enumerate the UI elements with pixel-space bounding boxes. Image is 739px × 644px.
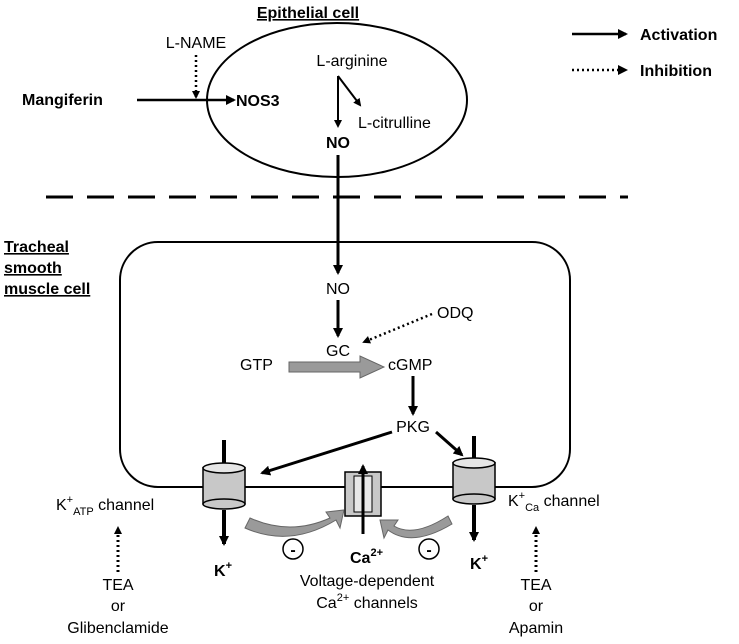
- left-inhibitor-tea: TEA: [102, 577, 133, 594]
- l-citrulline-label: L-citrulline: [358, 115, 431, 132]
- right-k-ion-label: K+: [470, 553, 488, 573]
- arginine-to-citrulline-arrow: [337, 75, 362, 107]
- gc-label: GC: [326, 343, 350, 360]
- katp-to-vdcc-curved-arrow: [244, 509, 345, 537]
- gtp-label: GTP: [240, 357, 273, 374]
- gtp-to-cgmp-arrow: [288, 355, 386, 379]
- vdcc-channel: [344, 464, 382, 534]
- smooth-muscle-title-line3: muscle cell: [4, 281, 90, 298]
- legend: Activation Inhibition: [572, 27, 717, 80]
- vdcc-label-line2: Ca2+ channels: [316, 592, 418, 612]
- right-minus-sign: -: [426, 542, 431, 559]
- legend-activation-label: Activation: [640, 27, 717, 44]
- muscle-no-label: NO: [326, 281, 350, 298]
- cgmp-label: cGMP: [388, 357, 432, 374]
- left-minus-sign: -: [290, 542, 295, 559]
- left-inhibitor-or: or: [111, 598, 126, 615]
- odq-label: ODQ: [437, 305, 473, 322]
- kca-channel: [452, 436, 496, 542]
- right-inhibitor-tea: TEA: [520, 577, 551, 594]
- ca-ion-label: Ca2+: [350, 547, 383, 567]
- left-k-ion-label: K+: [214, 560, 232, 580]
- nos3-label: NOS3: [236, 93, 280, 110]
- smooth-muscle-title-line2: smooth: [4, 260, 62, 277]
- l-arginine-label: L-arginine: [316, 53, 387, 70]
- right-inhibitor-apamin: Apamin: [509, 620, 563, 637]
- katp-channel: [202, 440, 246, 546]
- kca-channel-label: K+Ca channel: [508, 490, 600, 514]
- pkg-to-kca-arrow: [435, 430, 464, 457]
- epithelial-no-label: NO: [326, 135, 350, 152]
- left-inhibitor-glibenclamide: Glibenclamide: [67, 620, 168, 637]
- epithelial-cell-title: Epithelial cell: [257, 5, 359, 22]
- mangiferin-label: Mangiferin: [22, 92, 103, 109]
- smooth-muscle-title-line1: Tracheal: [4, 239, 69, 256]
- legend-inhibition-label: Inhibition: [640, 63, 712, 80]
- right-inhibitor-or: or: [529, 598, 544, 615]
- left-minus-circle: [282, 538, 304, 560]
- katp-channel-label: K+ATP channel: [56, 494, 154, 518]
- l-name-label: L-NAME: [166, 35, 226, 52]
- right-minus-circle: [418, 538, 440, 560]
- pkg-to-katp-arrow: [260, 430, 393, 476]
- vdcc-label-line1: Voltage-dependent: [300, 573, 435, 590]
- kca-to-vdcc-curved-arrow: [379, 515, 453, 540]
- odq-inhibition-arrow: [362, 312, 433, 344]
- pkg-label: PKG: [396, 419, 430, 436]
